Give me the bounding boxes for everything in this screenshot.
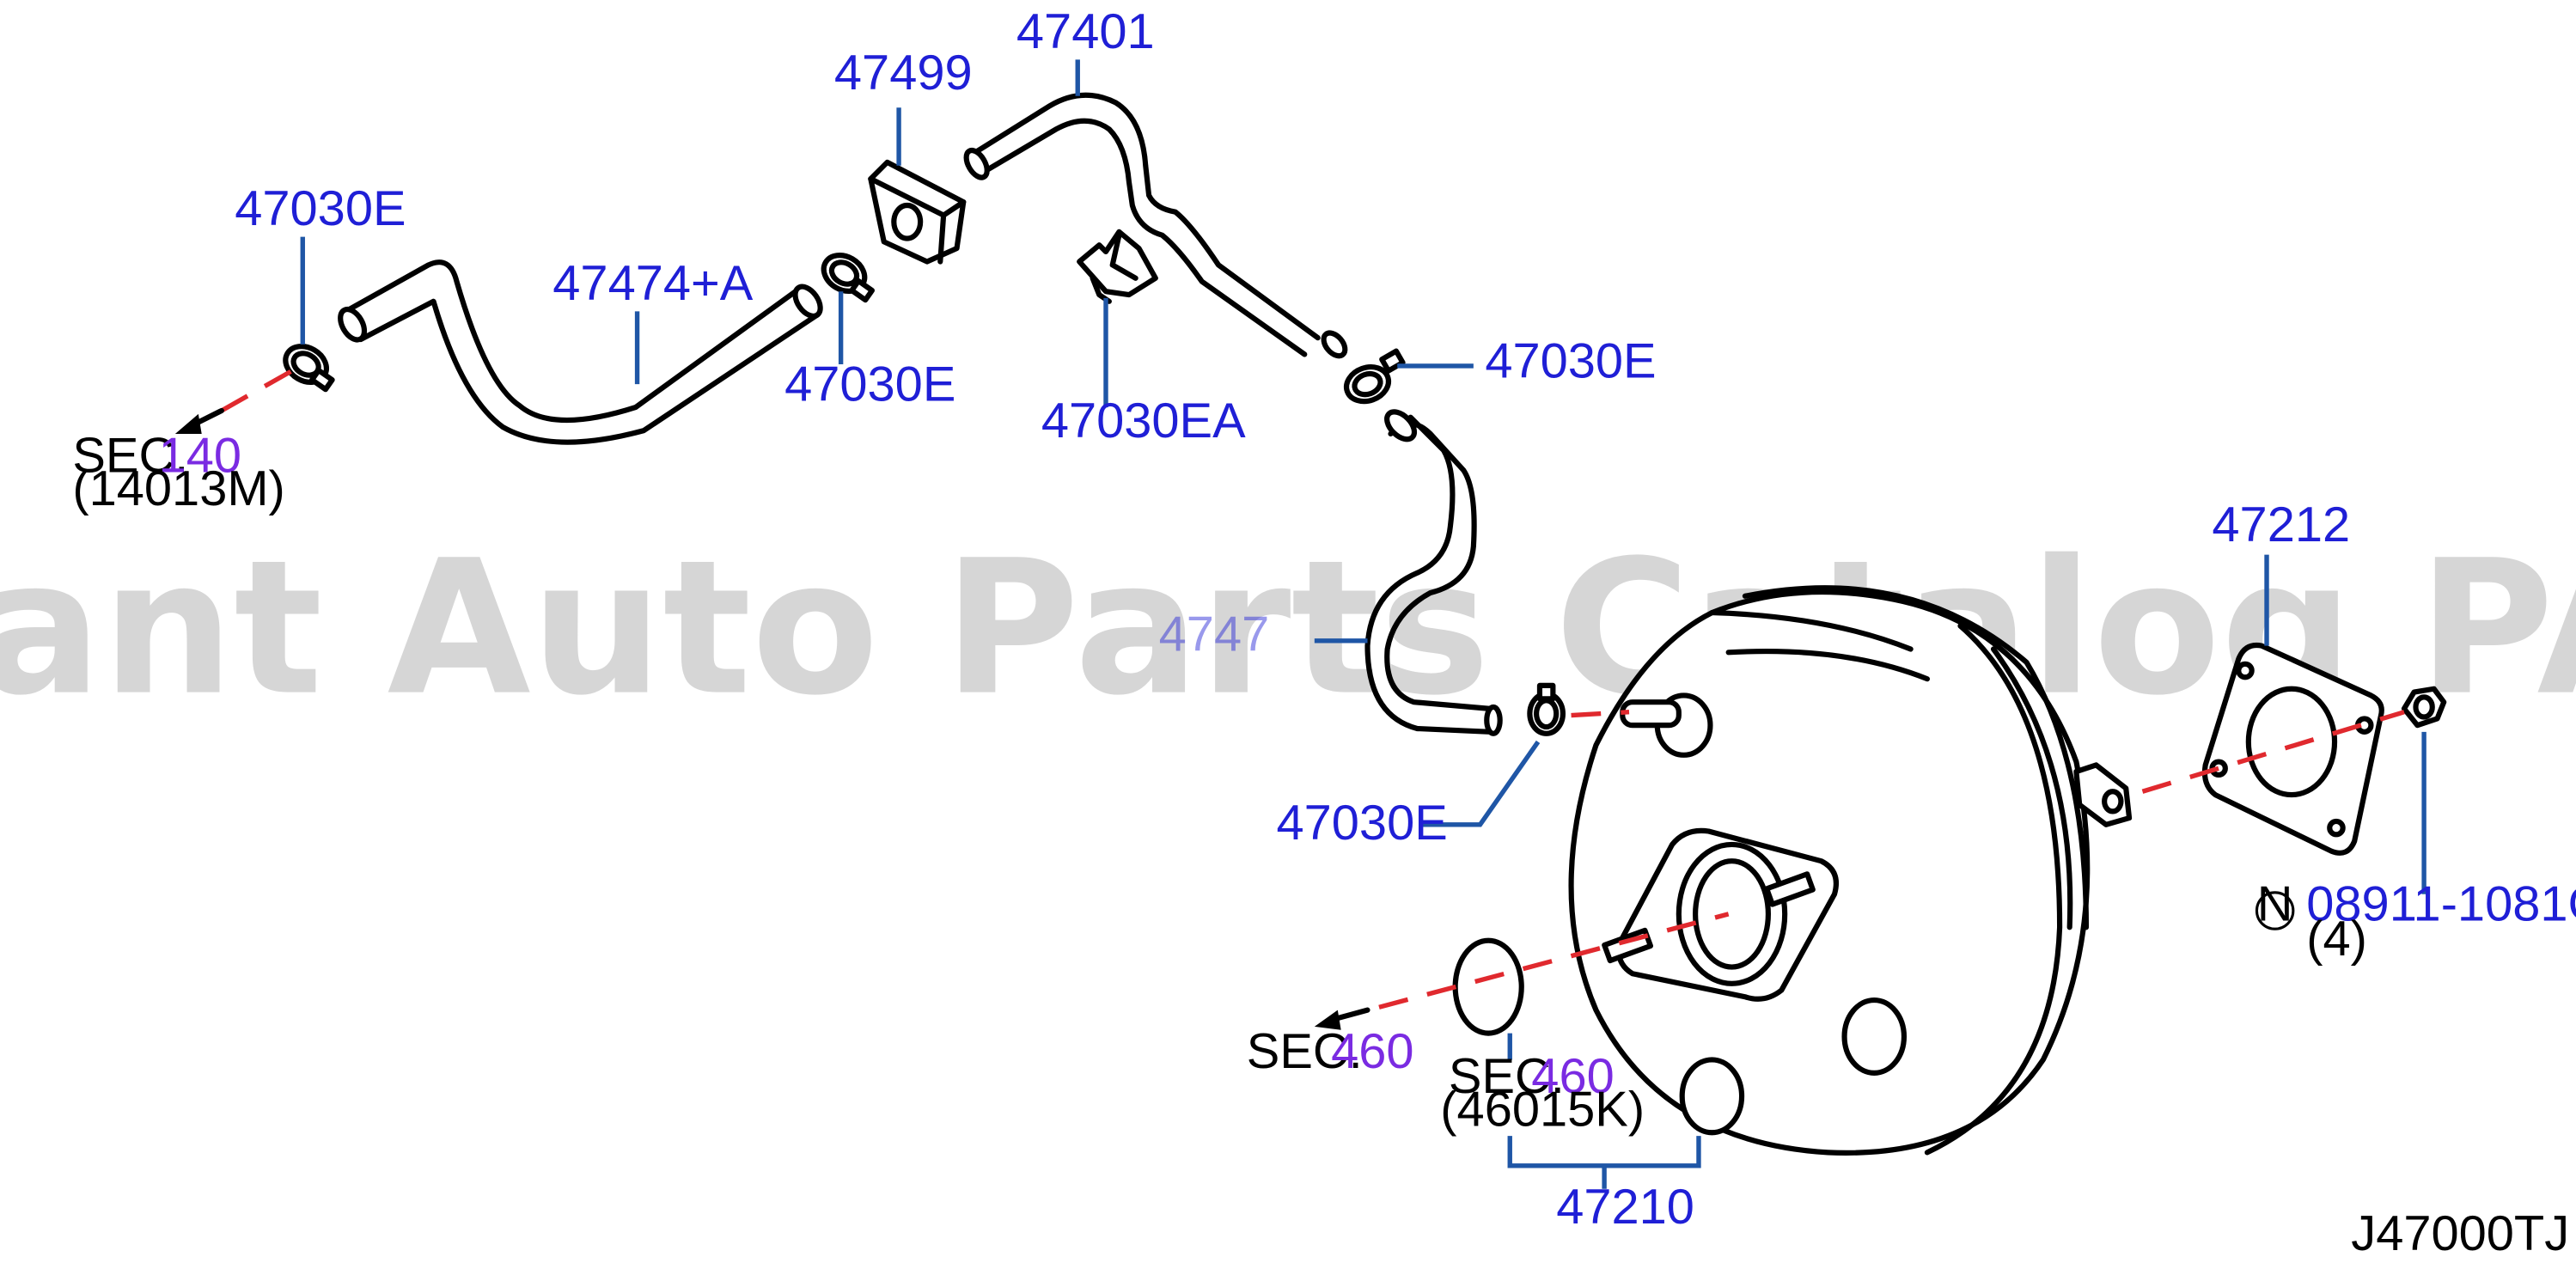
label-08911-qty: (4) <box>2306 912 2367 967</box>
sec-460b-prefix: SEC. <box>1449 1049 1565 1104</box>
label-47474a[interactable]: 47474+A <box>552 256 753 311</box>
label-47030e-lower[interactable]: 47030E <box>1277 796 1448 851</box>
hose-4747[interactable] <box>1364 407 1503 736</box>
assembly-axes <box>220 365 2405 1022</box>
arrow-sec-140 <box>174 407 224 434</box>
sec-460b-number[interactable]: 460 <box>1531 1049 1614 1104</box>
gasket-47212[interactable] <box>2201 642 2384 856</box>
diagram-code: J47000TJ <box>2351 1206 2569 1261</box>
sec-140-number[interactable]: 140 <box>159 428 241 483</box>
label-47212[interactable]: 47212 <box>2212 497 2350 552</box>
label-47030e-right[interactable]: 47030E <box>1485 333 1656 388</box>
seal-46015k[interactable] <box>1452 937 1524 1036</box>
sec-140-prefix: SEC. <box>72 428 188 483</box>
label-4747[interactable]: 4747 <box>1159 607 1270 662</box>
clamp-47030e-left[interactable] <box>279 339 335 393</box>
sec-140-sub: (14013M) <box>72 461 284 516</box>
clamp-47030e-lower[interactable] <box>1527 682 1566 736</box>
section-refs: SEC. 140 (14013M) SEC. 460 SEC. 460 (460… <box>72 428 1645 1137</box>
arrow-sec-460 <box>1314 1007 1370 1030</box>
clip-47030ea[interactable] <box>1077 229 1158 304</box>
n-symbol: N <box>2257 877 2293 932</box>
label-08911-1081g[interactable]: 08911-1081G <box>2306 877 2576 932</box>
clamp-47030e-right[interactable] <box>1341 348 1406 407</box>
label-47210[interactable]: 47210 <box>1556 1180 1694 1235</box>
part-labels: 47030E 47474+A 47030E 47499 47401 47030E… <box>235 4 2576 1235</box>
leader-lines <box>300 59 2426 1189</box>
hose-47401[interactable] <box>962 92 1350 360</box>
watermark: Offers Merchant Auto Parts Catalog PARTS… <box>0 521 2576 736</box>
label-47499[interactable]: 47499 <box>834 46 973 101</box>
clamp-47030e-mid[interactable] <box>817 248 875 303</box>
label-47030e-left[interactable]: 47030E <box>235 181 406 236</box>
label-47030ea[interactable]: 47030EA <box>1041 393 1246 448</box>
sec-460a-number[interactable]: 460 <box>1331 1024 1413 1079</box>
bracket-47499[interactable] <box>868 159 967 265</box>
nut-08911-1081g[interactable] <box>2401 686 2447 729</box>
sec-460a-prefix: SEC. <box>1247 1024 1363 1079</box>
label-47030e-mid[interactable]: 47030E <box>784 357 955 412</box>
label-47401[interactable]: 47401 <box>1016 4 1155 59</box>
sec-460b-sub: (46015K) <box>1440 1083 1645 1138</box>
hose-47474a[interactable] <box>335 259 825 445</box>
n-symbol-circle <box>2255 891 2295 930</box>
